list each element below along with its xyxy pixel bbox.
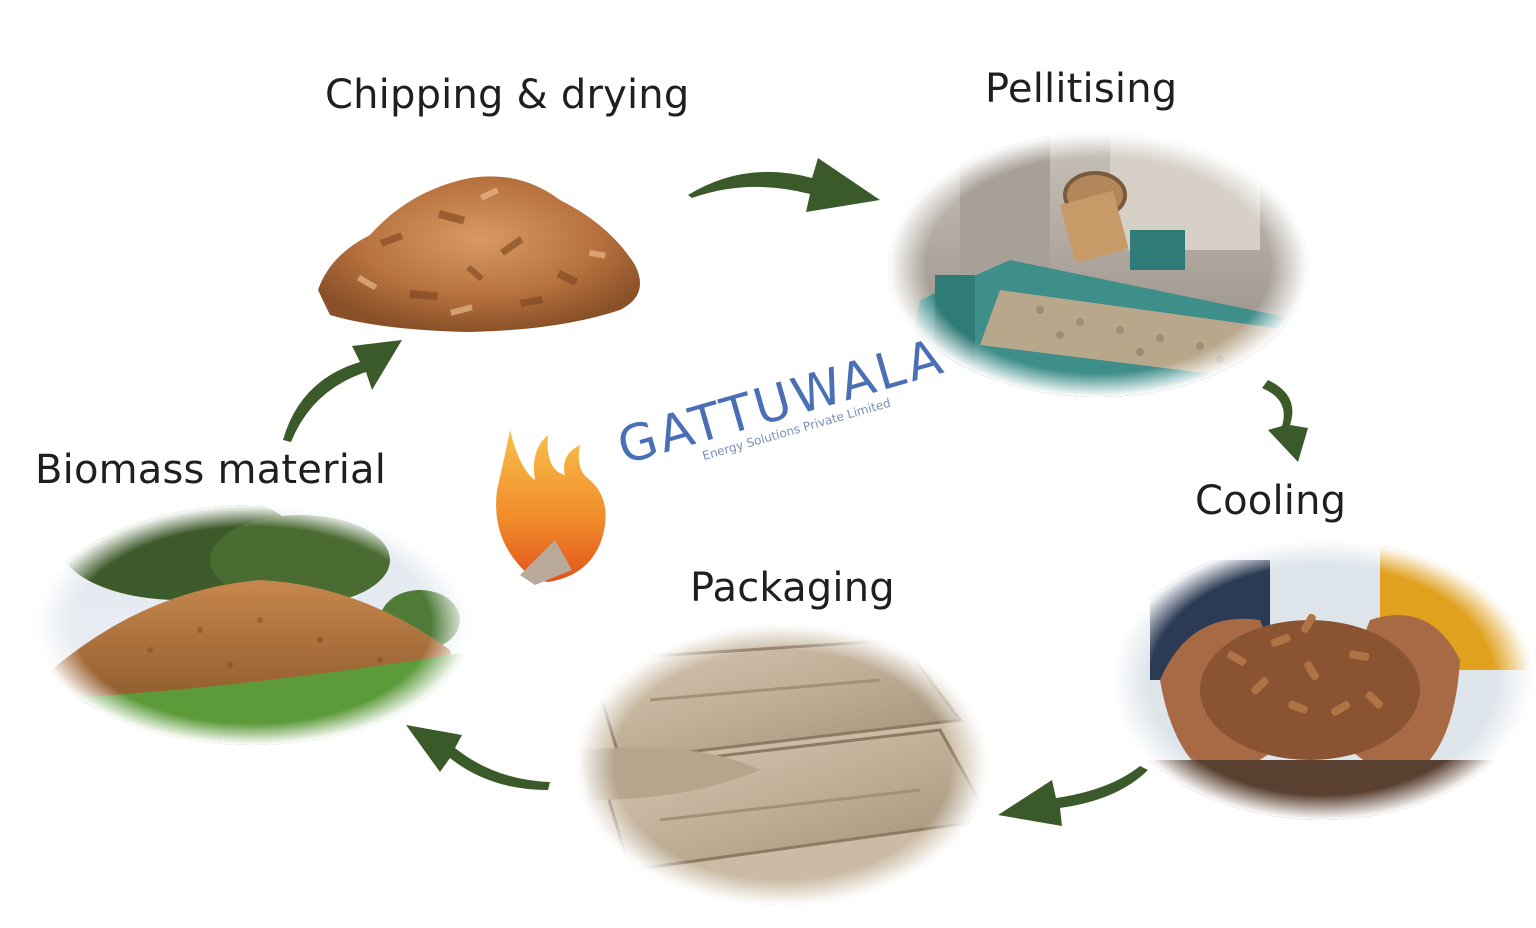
arrow-biomass-to-chipping: [283, 340, 402, 442]
step-label-pellitising: Pellitising: [985, 66, 1178, 112]
gattuwala-logo: GATTUWALA Energy Solutions Private Limit…: [496, 327, 951, 585]
flame-icon: [496, 430, 606, 582]
arrow-packaging-to-biomass: [406, 725, 550, 790]
pellet-bags-image: [577, 625, 987, 905]
pellets-in-hands-image: [1112, 540, 1532, 820]
watermark-name: GATTUWALA: [611, 327, 951, 476]
arrow-chipping-to-pellitising: [688, 158, 880, 212]
biomass-pile-image: [34, 505, 470, 745]
pelletizing-machine-image: [888, 133, 1308, 397]
step-label-packaging: Packaging: [690, 565, 895, 611]
arrow-pellitising-to-cooling: [1262, 380, 1308, 462]
step-label-chipping: Chipping & drying: [325, 72, 690, 118]
wood-chips-image: [318, 176, 640, 332]
arrow-cooling-to-packaging: [998, 766, 1148, 826]
cycle-arrows: [283, 158, 1308, 826]
step-label-biomass: Biomass material: [35, 447, 387, 493]
leaf-mark-icon: [520, 540, 572, 585]
step-label-cooling: Cooling: [1195, 478, 1347, 524]
